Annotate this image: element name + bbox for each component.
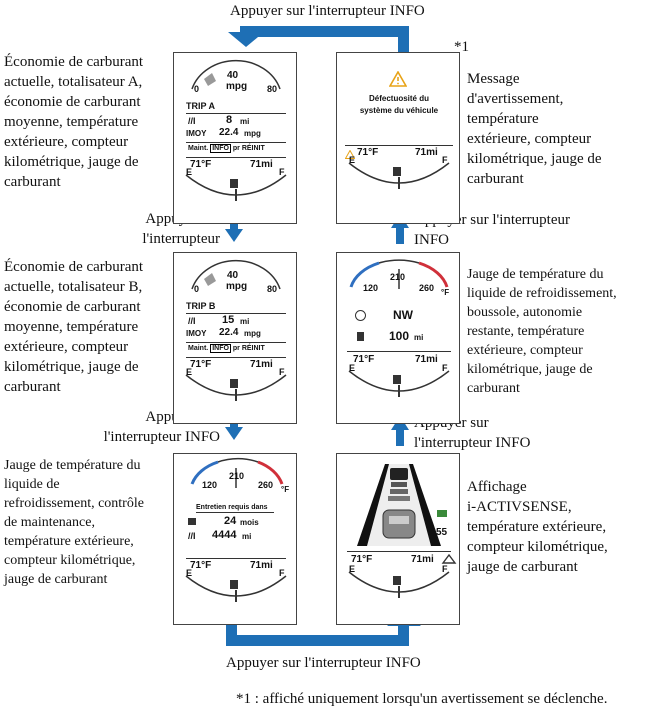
description-5: Jauge de température du liquide de refro… xyxy=(467,267,617,396)
fuel-gauge xyxy=(348,370,450,397)
top-label: Appuyer sur l'interrupteur INFO xyxy=(230,3,425,19)
fuel-gauge xyxy=(185,575,287,602)
warning-icon xyxy=(389,71,407,87)
panel-fuel-economy-trip-b: 40 0 mpg 80 TRIP B //I 15 mi IMOY 22.4 m… xyxy=(173,252,297,424)
description-4: Message d'avertissement, température ext… xyxy=(467,71,602,187)
maint-reset-hint: Maint. INFO pr RÉINIT xyxy=(188,144,265,153)
footnote: *1 : affiché uniquement lorsqu'un averti… xyxy=(236,691,608,707)
description-3: Jauge de température du liquide de refro… xyxy=(4,458,144,587)
coolant-temp-gauge xyxy=(190,457,284,488)
calendar-icon xyxy=(188,518,196,525)
description-1: Économie de carburant actuelle, totalisa… xyxy=(4,54,144,190)
description-2: Économie de carburant actuelle, totalisa… xyxy=(4,259,144,395)
description-6: Affichage i-ACTIVSENSE, température exté… xyxy=(467,479,608,575)
compass-icon xyxy=(355,310,366,321)
fuel-gauge xyxy=(348,571,450,598)
fuel-economy-gauge xyxy=(191,259,281,290)
radar-cruise-icon xyxy=(441,554,457,564)
panel-maintenance: 210 120 260 °F Entretien requis dans 24 … xyxy=(173,453,297,625)
panel-compass-range: 210 120 260 °F NW 100 mi 71°F 71mi E F xyxy=(336,252,460,424)
maint-reset-hint: Maint. INFO pr RÉINIT xyxy=(188,344,265,353)
fuel-economy-gauge xyxy=(191,59,281,90)
bottom-label: Appuyer sur l'interrupteur INFO xyxy=(226,655,421,671)
panel-warning-message: Défectuosité du système du véhicule 71°F… xyxy=(336,52,460,224)
fuel-gauge xyxy=(185,374,287,401)
panel-i-activsense: 55 71°F 71mi E F xyxy=(336,453,460,625)
coolant-temp-gauge xyxy=(349,259,449,289)
panel-fuel-economy-trip-a: 40 0 mpg 80 TRIP A //I 8 mi IMOY 22.4 mp… xyxy=(173,52,297,224)
fuel-gauge xyxy=(348,162,450,189)
warning-small-icon xyxy=(345,150,355,159)
footnote-marker: *1 xyxy=(454,39,469,55)
warning-message: Défectuosité du système du véhicule xyxy=(359,94,439,115)
i-activsense-road-graphic xyxy=(357,464,447,546)
fuel-gauge xyxy=(185,174,287,201)
fuel-pump-icon xyxy=(357,332,364,341)
